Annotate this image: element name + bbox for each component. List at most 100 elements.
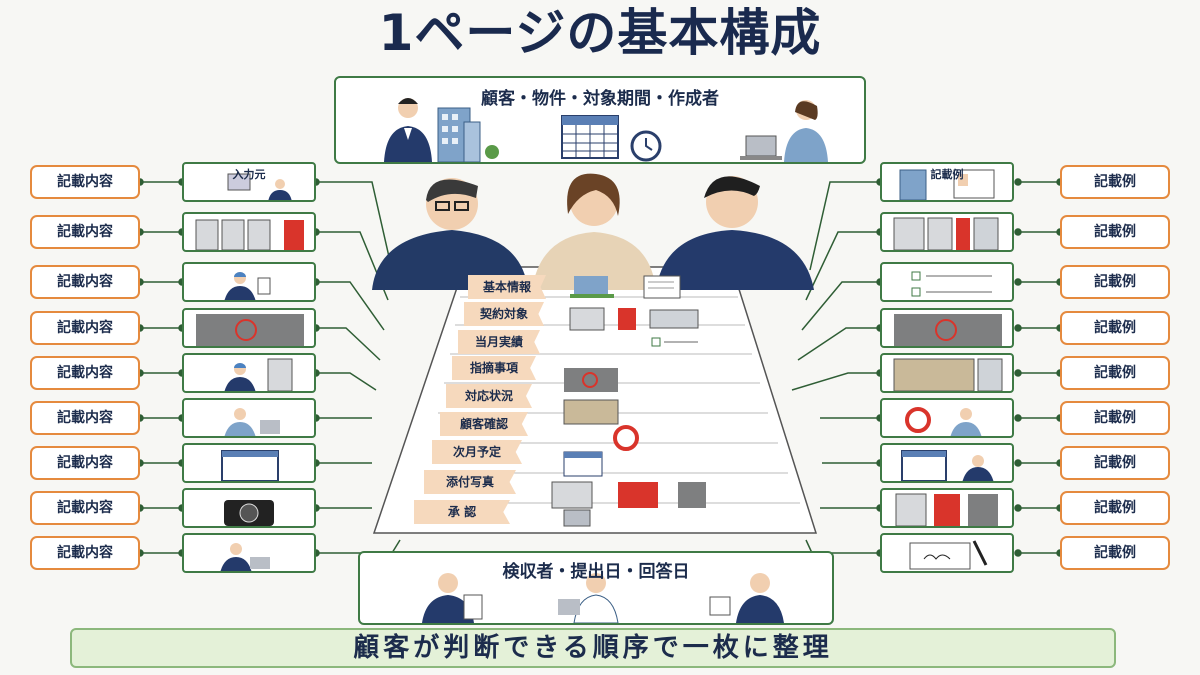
connector-dot — [1014, 324, 1022, 332]
right-example-panel — [880, 398, 1014, 438]
calendar-icon — [561, 115, 619, 159]
checklist-icon — [651, 337, 698, 347]
top-box-illustration — [384, 98, 828, 163]
example-pill: 記載例 — [1060, 311, 1170, 345]
example-pill: 記載例 — [1060, 536, 1170, 570]
woman-pointing-icon — [532, 173, 656, 290]
content-pill: 記載内容 — [30, 215, 140, 249]
businessman-icon — [384, 98, 432, 162]
panel-illustration — [227, 173, 292, 200]
connector-dot — [1014, 228, 1022, 236]
sheet-section-tag: 基本情報 — [468, 275, 546, 299]
connector-dot — [1014, 549, 1022, 557]
right-example-panel — [880, 308, 1014, 348]
summary-banner: 顧客が判断できる順序で一枚に整理 — [70, 628, 1116, 668]
right-example-panel — [880, 212, 1014, 252]
panel-illustration — [901, 450, 994, 481]
team-illustration — [372, 173, 814, 290]
right-example-panel — [880, 443, 1014, 483]
left-example-panel — [182, 488, 316, 528]
sheet-section-tag: 承 認 — [414, 500, 510, 524]
top-header-box: 顧客・物件・対象期間・作成者 — [334, 76, 866, 164]
panel-illustration — [899, 169, 995, 200]
businessman-with-paper-icon — [709, 573, 784, 623]
left-example-panel — [182, 353, 316, 393]
connector-dot — [1014, 504, 1022, 512]
connector-dot — [1014, 414, 1022, 422]
bottom-box-illustration — [422, 573, 784, 624]
sheet-section-tag: 次月予定 — [432, 440, 522, 464]
man-thinking-icon — [656, 176, 814, 290]
connector-dot — [1014, 278, 1022, 286]
bottom-footer-box: 検収者・提出日・回答日 — [358, 551, 834, 625]
panel-illustration — [893, 217, 999, 250]
sheet-section-tag: 当月実績 — [458, 330, 540, 354]
right-example-panel — [880, 533, 1014, 573]
sheet-section-tag: 対応状況 — [446, 384, 532, 408]
content-pill: 記載内容 — [30, 356, 140, 390]
right-example-panel — [880, 488, 1014, 528]
right-example-panel: 記載例 — [880, 162, 1014, 202]
sheet-section-tag: 指摘事項 — [452, 356, 536, 380]
content-pill: 記載内容 — [30, 536, 140, 570]
panel-illustration — [224, 358, 293, 391]
laptop-icon — [563, 509, 591, 527]
photo-icon — [551, 481, 706, 509]
example-pill: 記載例 — [1060, 356, 1170, 390]
panel-illustration — [195, 219, 304, 250]
building-icon — [570, 276, 614, 298]
red-circle-mark-icon — [613, 425, 639, 451]
left-example-panel: 入力元 — [182, 162, 316, 202]
content-pill: 記載内容 — [30, 311, 140, 345]
left-panel-header: 入力元 — [232, 168, 266, 181]
man-with-glasses-icon — [372, 178, 528, 290]
equipment-icon — [569, 307, 699, 331]
panel-illustration — [893, 358, 1003, 391]
content-pill: 記載内容 — [30, 401, 140, 435]
left-example-panel — [182, 443, 316, 483]
panel-illustration — [224, 408, 280, 436]
connector-dot — [1014, 459, 1022, 467]
example-pill: 記載例 — [1060, 265, 1170, 299]
calendar-icon — [563, 451, 603, 477]
example-pill: 記載例 — [1060, 215, 1170, 249]
panel-illustration — [224, 272, 271, 300]
photo-icon — [564, 368, 618, 392]
content-pill: 記載内容 — [30, 446, 140, 480]
panel-illustration — [895, 493, 998, 526]
clock-icon — [630, 130, 662, 162]
page-title: 1ページの基本構成 — [378, 4, 822, 62]
left-example-panel — [182, 533, 316, 573]
example-pill: 記載例 — [1060, 401, 1170, 435]
connector-dot — [1014, 369, 1022, 377]
sheet-section-tag: 添付写真 — [424, 470, 516, 494]
panel-illustration — [224, 500, 274, 526]
businessman-with-clipboard-icon — [422, 573, 483, 623]
left-example-panel — [182, 262, 316, 302]
woman-with-laptop-icon — [558, 573, 619, 624]
panel-illustration — [221, 450, 279, 481]
sheet-section-tag: 契約対象 — [464, 302, 544, 326]
example-pill: 記載例 — [1060, 491, 1170, 525]
left-example-panel — [182, 308, 316, 348]
bottom-box-label: 検収者・提出日・回答日 — [502, 562, 690, 582]
photo-icon — [563, 399, 619, 425]
content-pill: 記載内容 — [30, 265, 140, 299]
panel-illustration — [911, 271, 992, 297]
panel-illustration — [894, 314, 1002, 346]
document-icon — [643, 275, 681, 299]
connector-dot — [1014, 178, 1022, 186]
sheet-row-illustrations — [551, 275, 706, 527]
right-panel-header: 記載例 — [930, 168, 964, 181]
panel-illustration — [220, 543, 270, 571]
building-icon — [437, 107, 499, 163]
right-example-panel — [880, 353, 1014, 393]
content-pill: 記載内容 — [30, 491, 140, 525]
woman-with-laptop-icon — [740, 100, 828, 162]
panel-illustration — [909, 540, 988, 570]
right-example-panel — [880, 262, 1014, 302]
content-pill: 記載内容 — [30, 165, 140, 199]
panel-illustration — [196, 314, 304, 346]
example-pill: 記載例 — [1060, 446, 1170, 480]
top-box-label: 顧客・物件・対象期間・作成者 — [481, 89, 719, 109]
